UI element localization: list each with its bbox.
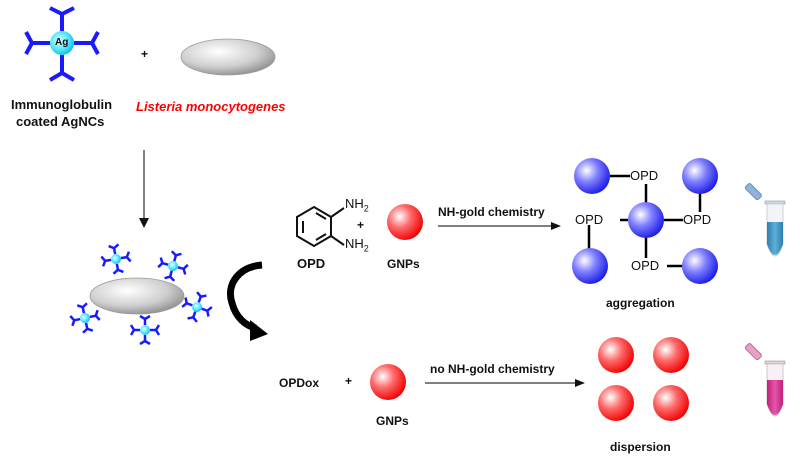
plus-sign-opd: + bbox=[357, 218, 365, 232]
plus-sign-top: + bbox=[141, 47, 149, 61]
gnp-top bbox=[387, 204, 423, 240]
tube-pink-icon bbox=[744, 343, 786, 417]
agnc-label-line2: coated AgNCs bbox=[16, 114, 105, 129]
gnp-label-top: GNPs bbox=[387, 257, 420, 271]
arrow-label-top: NH-gold chemistry bbox=[438, 205, 545, 219]
subscript: 2 bbox=[363, 203, 369, 214]
opd-link-1: OPD bbox=[630, 168, 659, 183]
nh-text: NH bbox=[345, 196, 364, 211]
opd-nh2-top: NH2 bbox=[345, 196, 369, 214]
opdox-label: OPDox bbox=[279, 376, 320, 390]
antibody-coated-agnc bbox=[24, 6, 100, 82]
bacterium bbox=[180, 38, 276, 76]
opd-structure bbox=[296, 205, 345, 248]
agnc-core-label: Ag bbox=[55, 37, 69, 48]
opd-link-4: OPD bbox=[631, 258, 660, 273]
bacteria-label: Listeria monocytogenes bbox=[136, 99, 286, 114]
opd-link-3: OPD bbox=[683, 212, 712, 227]
reaction-arrow-bottom bbox=[425, 379, 585, 387]
gnp-label-bottom: GNPs bbox=[376, 414, 409, 428]
opd-link-2: OPD bbox=[575, 212, 604, 227]
aggregation-label: aggregation bbox=[606, 296, 675, 310]
aggregation-network bbox=[572, 158, 718, 284]
arrow-label-bottom: no NH-gold chemistry bbox=[430, 362, 555, 376]
down-arrow bbox=[139, 150, 149, 228]
dispersion-label: dispersion bbox=[610, 440, 671, 454]
subscript: 2 bbox=[363, 243, 369, 254]
tube-blue-icon bbox=[744, 183, 786, 257]
gnp-bottom bbox=[370, 364, 406, 400]
reaction-arrow-top bbox=[438, 222, 561, 230]
plus-sign-bottom: + bbox=[345, 374, 353, 388]
curved-arrow bbox=[227, 261, 268, 341]
nh-text: NH bbox=[345, 236, 364, 251]
agnc-label-line1: Immunoglobulin bbox=[11, 97, 113, 112]
opd-nh2-bottom: NH2 bbox=[345, 236, 369, 254]
dispersed-gnps bbox=[598, 337, 689, 421]
opd-label: OPD bbox=[297, 256, 326, 271]
bacterium-with-bound-agncs bbox=[67, 241, 217, 345]
